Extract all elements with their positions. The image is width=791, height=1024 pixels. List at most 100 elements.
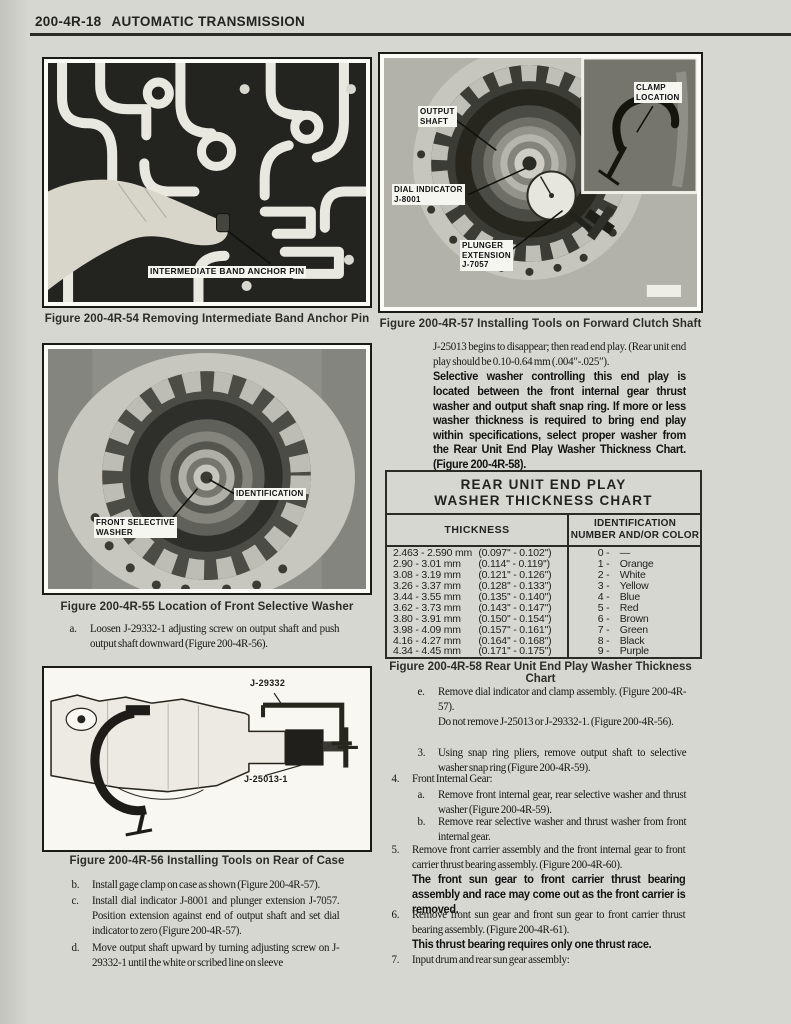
fig54-photo-valve-body (48, 63, 366, 302)
intro-plain-text: J-25013 begins to disappear; then read e… (433, 339, 686, 369)
id-number: 1 - (597, 558, 610, 571)
thickness-inches: (0.143'' - 0.147'') (478, 601, 552, 614)
step-e-note: Do not remove J-25013 or J-29332-1. (Fig… (438, 714, 674, 729)
figure-56: J-29332 J-25013-1 (42, 666, 372, 852)
fig57-label-dial-indicator: DIAL INDICATOR J-8001 (392, 184, 465, 205)
step-6: 6. Remove front sun gear and front sun g… (392, 907, 686, 952)
step-a-marker: a. (69, 621, 77, 635)
chart-row: 3.44 - 3.55 mm(0.135'' - 0.140'')4 -Blue (387, 591, 700, 604)
identification-cell: 4 -Blue (564, 591, 700, 603)
fig57-caption: Figure 200-4R-57 Installing Tools on For… (379, 318, 702, 330)
id-color: Orange (619, 558, 654, 571)
chart-row: 3.26 - 3.37 mm (0.128'' - 0.133'') 3 -Yell… (387, 580, 700, 593)
step-b: b. Install gage clamp on case as shown (… (72, 877, 339, 892)
id-color: Green (619, 623, 648, 636)
identification-cell: 9 -Purple (564, 645, 700, 657)
washer-thickness-chart: REAR UNIT END PLAY WASHER THICKNESS CHAR… (385, 470, 702, 659)
identification-cell: 8 -Black (564, 635, 700, 647)
thickness-inches: (0.164'' - 0.168'') (478, 634, 552, 647)
step-b-marker: b. (71, 877, 80, 891)
step-4a-marker: a. (417, 787, 425, 801)
thickness-inches: (0.150'' - 0.154'') (478, 612, 552, 625)
fig57-label-plunger-extension: PLUNGER EXTENSION J-7057 (460, 240, 513, 271)
step-c: c. Install dial indicator J-8001 and plu… (72, 893, 340, 939)
chart-divider (387, 545, 700, 547)
identification-cell: 3 -Yellow (564, 580, 700, 592)
chart-rows: 2.463 - 2.590 mm(0.097'' - 0.102'')0 -—2… (387, 547, 700, 658)
intro-paragraph: J-25013 begins to disappear; then read e… (433, 339, 686, 472)
step-7-text: Input drum and rear sun gear assembly: (412, 952, 570, 966)
fig55-label-identification: IDENTIFICATION (234, 488, 306, 500)
id-number: 7 - (597, 623, 610, 636)
step-3: 3. Using snap ring pliers, remove output… (418, 745, 687, 775)
chart-divider (387, 513, 700, 515)
step-d-text: Move output shaft upward by turning adju… (92, 940, 340, 970)
identification-cell: 5 - Red (564, 602, 700, 614)
thickness-inches: (0.114'' - 0.119'') (478, 558, 550, 571)
thickness-inches: (0.121'' - 0.126'') (478, 569, 552, 582)
id-color: Yellow (619, 580, 649, 593)
step-6-text: Remove front sun gear and front sun gear… (412, 907, 686, 937)
step-a: a. Loosen J-29332-1 adjusting screw on o… (70, 621, 340, 651)
id-color: Brown (619, 612, 649, 625)
id-color: Red (619, 601, 639, 614)
figure-54: INTERMEDIATE BAND ANCHOR PIN (42, 57, 372, 308)
id-number: 6 - (597, 612, 610, 625)
id-number: 0 - (597, 547, 610, 560)
chart-column-divider (567, 513, 569, 657)
chart-column-headers: THICKNESS IDENTIFICATION NUMBER AND/OR C… (387, 514, 700, 545)
header-rule (30, 33, 791, 36)
step-b-text: Install gage clamp on case as shown (Fig… (92, 877, 320, 891)
step-4-marker: 4. (391, 771, 400, 785)
thickness-mm: 3.26 - 3.37 mm (393, 580, 461, 593)
chart-row: 4.34 - 4.45 mm(0.171'' - 0.175'')9 -Purp… (387, 645, 700, 658)
thickness-mm: 3.08 - 3.19 mm (393, 569, 461, 582)
thickness-mm: 2.90 - 3.01 mm (393, 558, 461, 571)
step-6-bold-note: This thrust bearing requires only one th… (412, 937, 652, 952)
fig55-caption: Figure 200-4R-55 Location of Front Selec… (60, 601, 354, 613)
step-4b-marker: b. (417, 814, 426, 828)
step-5-text: Remove front carrier assembly and the fr… (412, 842, 686, 872)
fig56-label-j25013: J-25013-1 (244, 774, 288, 784)
id-number: 2 - (597, 569, 610, 582)
thickness-mm: 3.62 - 3.73 mm (393, 601, 461, 614)
fig56-caption: Figure 200-4R-56 Installing Tools on Rea… (69, 855, 345, 867)
id-color: White (619, 569, 646, 582)
step-e-text: Remove dial indicator and clamp assembly… (438, 684, 687, 714)
identification-cell: 6 - Brown (564, 613, 700, 625)
step-6-marker: 6. (391, 907, 400, 921)
id-color: Black (619, 634, 645, 647)
chart-row: 3.62 - 3.73 mm (0.143'' - 0.147'') 5 - Red (387, 601, 700, 614)
fig55-label-front-selective-washer: FRONT SELECTIVE WASHER (94, 517, 177, 538)
step-d-marker: d. (71, 940, 80, 954)
id-number: 4 - (597, 591, 610, 604)
thickness-inches: (0.135'' - 0.140'') (478, 591, 552, 604)
thickness-inches: (0.097'' - 0.102'') (478, 547, 552, 560)
step-4a: a. Remove front internal gear, rear sele… (418, 787, 687, 817)
thickness-inches: (0.171'' - 0.175'') (478, 645, 552, 658)
chart-row: 2.463 - 2.590 mm (0.097'' - 0.102'') 0 -— (387, 547, 700, 560)
identification-cell: 0 -— (564, 547, 700, 559)
chart-row: 3.08 - 3.19 mm (0.121'' - 0.126'') 2 - Whit… (387, 569, 700, 582)
step-4b-text: Remove rear selective washer and thrust … (438, 814, 687, 844)
identification-cell: 7 - Green (564, 624, 700, 636)
step-7-marker: 7. (391, 952, 400, 966)
step-4: 4. Front Internal Gear: (392, 771, 685, 786)
thickness-mm: 4.16 - 4.27 mm (393, 634, 461, 647)
chart-row: 4.16 - 4.27 mm (0.164'' - 0.168'') 8 -Blac… (387, 634, 700, 647)
thickness-mm: 2.463 - 2.590 mm (393, 547, 473, 560)
fig55-photo-front-selective-washer (48, 349, 366, 589)
thickness-inches: (0.128'' - 0.133'') (478, 580, 552, 593)
step-3-marker: 3. (417, 745, 426, 759)
fig56-drawing-tools-on-case (47, 671, 367, 847)
figure-57: OUTPUT SHAFT DIAL INDICATOR J-8001 PLUNG… (378, 52, 703, 313)
step-d: d. Move output shaft upward by turning a… (72, 940, 340, 970)
step-4-text: Front Internal Gear: (412, 771, 493, 785)
chart-row: 3.80 - 3.91 mm(0.150'' - 0.154'')6 -Brow… (387, 612, 700, 625)
step-5: 5. Remove front carrier assembly and the… (392, 842, 686, 916)
id-number: 5 - (597, 601, 610, 614)
step-c-text: Install dial indicator J-8001 and plunge… (92, 893, 340, 938)
chapter-title: AUTOMATIC TRANSMISSION (111, 14, 306, 29)
